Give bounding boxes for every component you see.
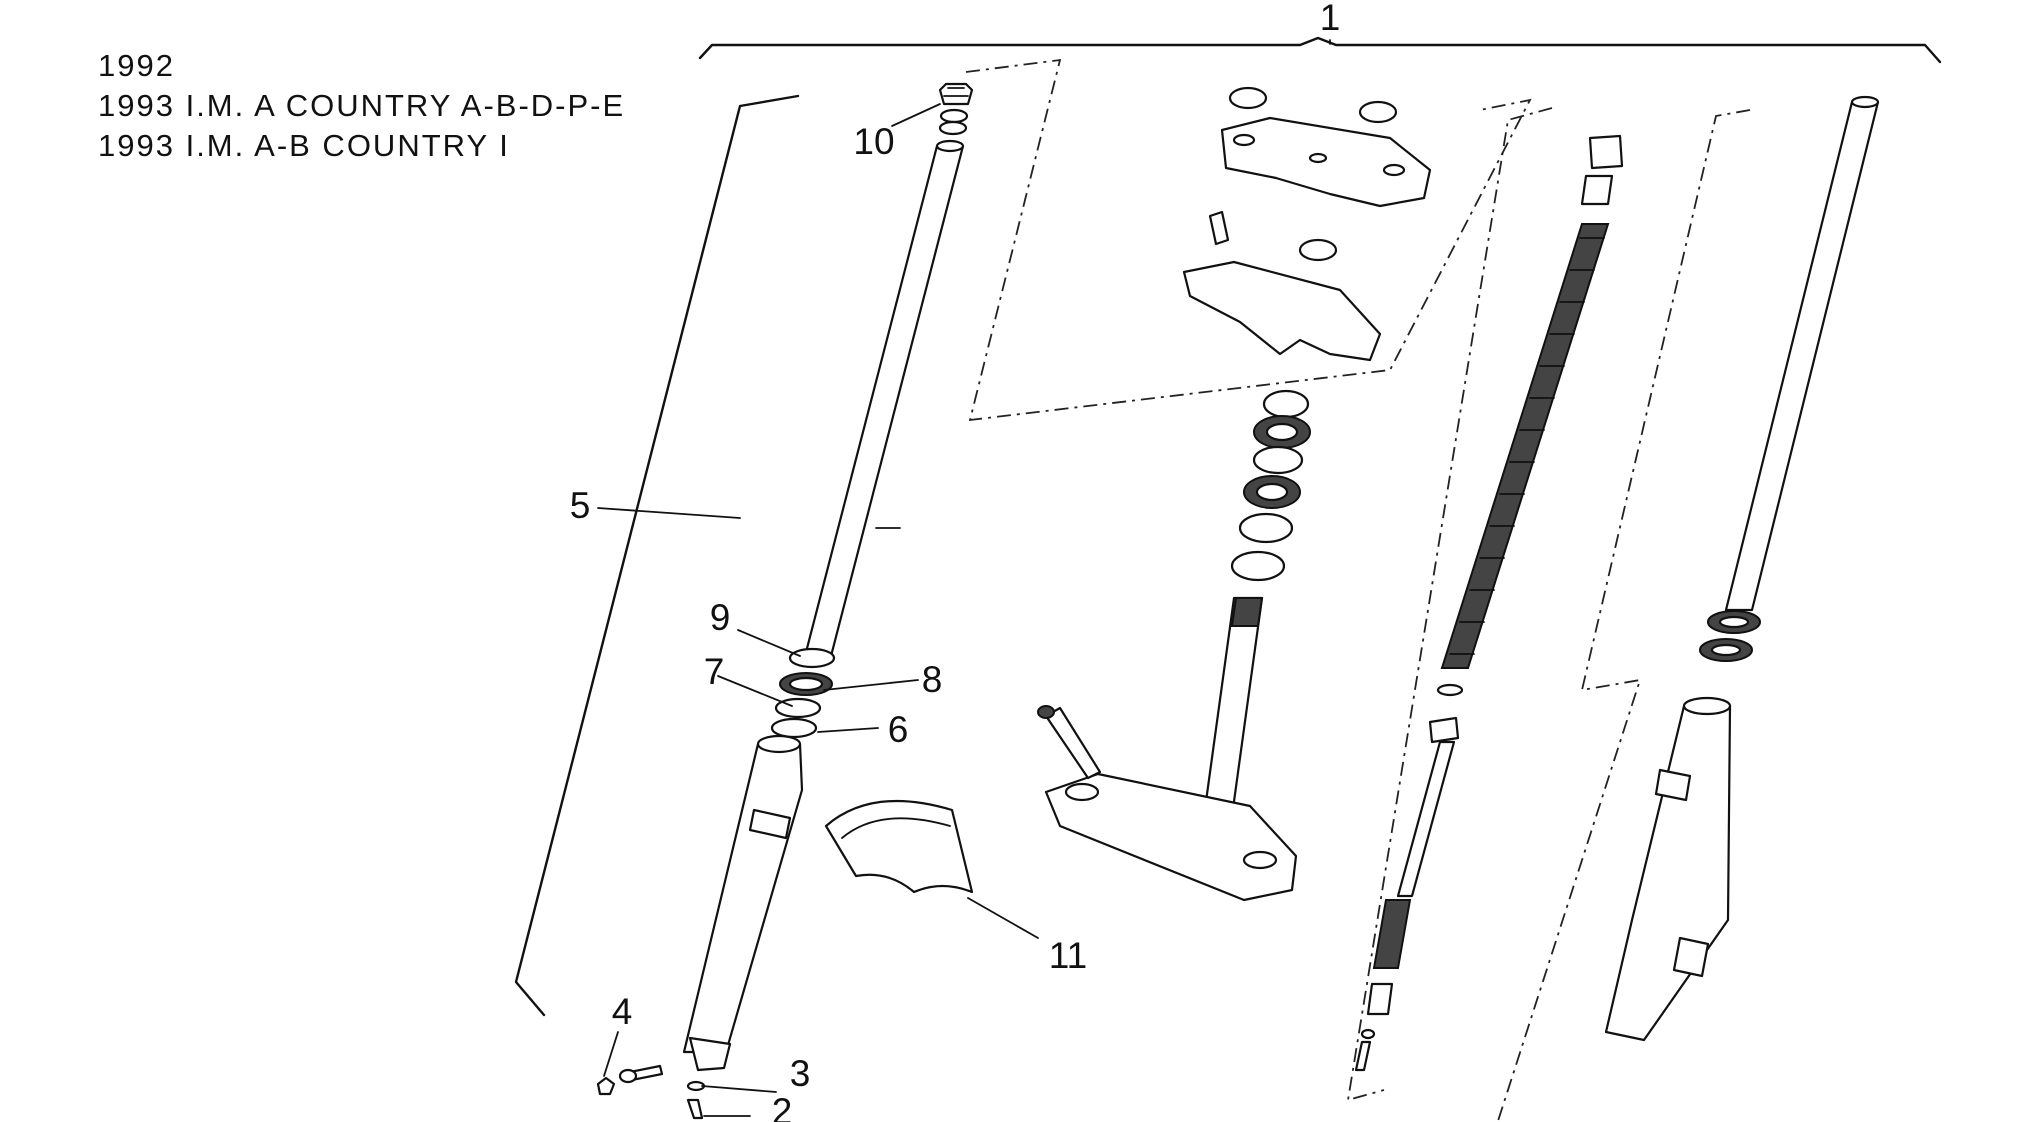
callout-7: 7 bbox=[704, 651, 725, 692]
model-applicability-note: 1992 1993 I.M. A COUNTRY A-B-D-P-E 1993 … bbox=[98, 46, 625, 166]
spring-damper-assembly bbox=[1346, 107, 1624, 1102]
damper-top bbox=[1428, 716, 1460, 744]
lower-plate bbox=[1182, 260, 1382, 362]
callout-5: 5 bbox=[570, 485, 591, 526]
top-plug-left bbox=[1228, 86, 1268, 110]
steering-stem bbox=[1202, 596, 1264, 818]
dust-seal bbox=[788, 647, 836, 669]
callout-8: 8 bbox=[922, 659, 943, 700]
dust-cover bbox=[1230, 550, 1286, 582]
callout-4: 4 bbox=[612, 991, 633, 1032]
lower-triple-clamp bbox=[1044, 772, 1298, 902]
model-year-line-1: 1992 bbox=[98, 48, 175, 83]
callout-11: 11 bbox=[1049, 935, 1087, 976]
callout-2: 2 bbox=[772, 1091, 793, 1122]
top-plug-right bbox=[1358, 100, 1398, 124]
callout-6: 6 bbox=[888, 709, 909, 750]
leader-6 bbox=[817, 727, 879, 733]
upper-triple-clamp bbox=[1220, 116, 1432, 208]
callout-10: 10 bbox=[853, 121, 894, 162]
drain-screw bbox=[686, 1098, 704, 1120]
left-fork-leg bbox=[596, 82, 974, 1120]
assembly-bracket bbox=[698, 36, 1942, 64]
bearing-race-upper bbox=[1262, 389, 1310, 419]
lower-clamp-bolt bbox=[1044, 706, 1102, 780]
right-fork-leg bbox=[1496, 95, 1880, 1122]
model-year-line-3: 1993 I.M. A-B COUNTRY I bbox=[98, 128, 510, 163]
right-fork-tube bbox=[1724, 100, 1880, 612]
spacer-ring bbox=[1436, 683, 1464, 697]
washer-4 bbox=[596, 1076, 616, 1096]
callout-1: 1 bbox=[1320, 0, 1341, 38]
leader-7 bbox=[717, 675, 793, 707]
leader-9 bbox=[737, 629, 801, 657]
fork-slider bbox=[682, 742, 804, 1054]
slider-mount-lug bbox=[748, 808, 792, 840]
clamp-bolt bbox=[1208, 210, 1230, 246]
steering-assembly bbox=[965, 58, 1532, 902]
leader-10 bbox=[891, 103, 941, 127]
right-fork-slider bbox=[1604, 704, 1732, 1042]
damper-rod bbox=[1396, 740, 1456, 898]
leader-4 bbox=[603, 1031, 619, 1077]
fork-tube bbox=[802, 144, 965, 662]
callout-3: 3 bbox=[790, 1053, 811, 1094]
leader-lines bbox=[597, 39, 1331, 1117]
fork-spring bbox=[1440, 223, 1610, 669]
right-slider-lug bbox=[1654, 768, 1692, 802]
seal-washer bbox=[770, 717, 818, 739]
leader-5 bbox=[597, 507, 741, 519]
leader-8 bbox=[823, 679, 919, 691]
cap-o-ring bbox=[939, 108, 969, 124]
callout-9: 9 bbox=[710, 597, 731, 638]
group-dash-line bbox=[965, 58, 1532, 422]
fork-leg-bracket bbox=[514, 94, 800, 1017]
fork-cap-bolt bbox=[938, 82, 974, 106]
spring-cap bbox=[1588, 134, 1624, 170]
leader-3 bbox=[701, 1085, 777, 1093]
fender-bracket bbox=[824, 800, 974, 894]
rebound-spring bbox=[1372, 899, 1412, 969]
model-year-line-2: 1993 I.M. A COUNTRY A-B-D-P-E bbox=[98, 88, 626, 123]
damper-bottom bbox=[1366, 982, 1394, 1016]
leader-11 bbox=[967, 897, 1039, 939]
stem-nut bbox=[1298, 238, 1338, 262]
